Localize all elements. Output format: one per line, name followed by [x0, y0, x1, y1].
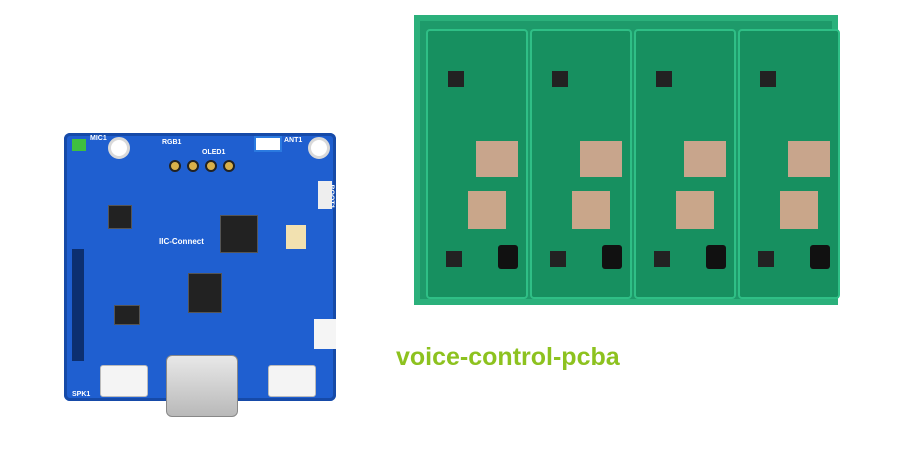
- antenna: [254, 136, 282, 152]
- oled-label: OLED1: [202, 149, 226, 156]
- usb-a-port: [580, 141, 622, 177]
- usb-a-port: [684, 141, 726, 177]
- ic-chip: [758, 251, 774, 267]
- usb-c-connector: [166, 355, 238, 417]
- audio-jack: [810, 245, 830, 269]
- sd-card-slot: [780, 191, 818, 229]
- rgb-label: RGB1: [162, 139, 182, 146]
- ic-chip: [448, 71, 464, 87]
- pcb-unit: [634, 29, 736, 299]
- antenna-label: ANT1: [284, 137, 303, 144]
- ic-chip: [108, 205, 132, 229]
- battery-connector: [268, 365, 316, 397]
- pin-header: [72, 249, 84, 361]
- component: [314, 319, 336, 349]
- pad: [169, 160, 181, 172]
- audio-jack: [602, 245, 622, 269]
- main-ic-chip: [220, 215, 258, 253]
- mounting-hole: [308, 137, 330, 159]
- pcb-unit: [426, 29, 528, 299]
- audio-jack: [498, 245, 518, 269]
- ic-chip: [550, 251, 566, 267]
- blue-pcb-board: MIC1 RGB1 OLED1 ANT1 BOOT1 SPK1 IIC-Conn…: [64, 133, 336, 417]
- mic-label: MIC1: [90, 135, 107, 142]
- pad: [187, 160, 199, 172]
- ic-chip: [114, 305, 140, 325]
- green-pcb-panel: [414, 15, 840, 305]
- usb-a-port: [476, 141, 518, 177]
- audio-jack: [706, 245, 726, 269]
- mic-component: [72, 139, 86, 151]
- ic-chip: [654, 251, 670, 267]
- product-caption: voice-control-pcba: [396, 343, 620, 371]
- mounting-hole: [108, 137, 130, 159]
- speaker-label: SPK1: [72, 391, 91, 398]
- sd-card-slot: [572, 191, 610, 229]
- ic-chip: [188, 273, 222, 313]
- ic-chip: [760, 71, 776, 87]
- speaker-connector: [100, 365, 148, 397]
- ic-chip: [552, 71, 568, 87]
- boot-button: [318, 181, 332, 209]
- pad: [223, 160, 235, 172]
- pad: [205, 160, 217, 172]
- usb-a-port: [788, 141, 830, 177]
- component: [286, 225, 306, 249]
- ic-chip: [656, 71, 672, 87]
- sd-card-slot: [468, 191, 506, 229]
- sd-card-slot: [676, 191, 714, 229]
- brand-silkscreen: IIC-Connect: [159, 237, 204, 246]
- ic-chip: [446, 251, 462, 267]
- pcb-unit: [738, 29, 840, 299]
- pcb-unit: [530, 29, 632, 299]
